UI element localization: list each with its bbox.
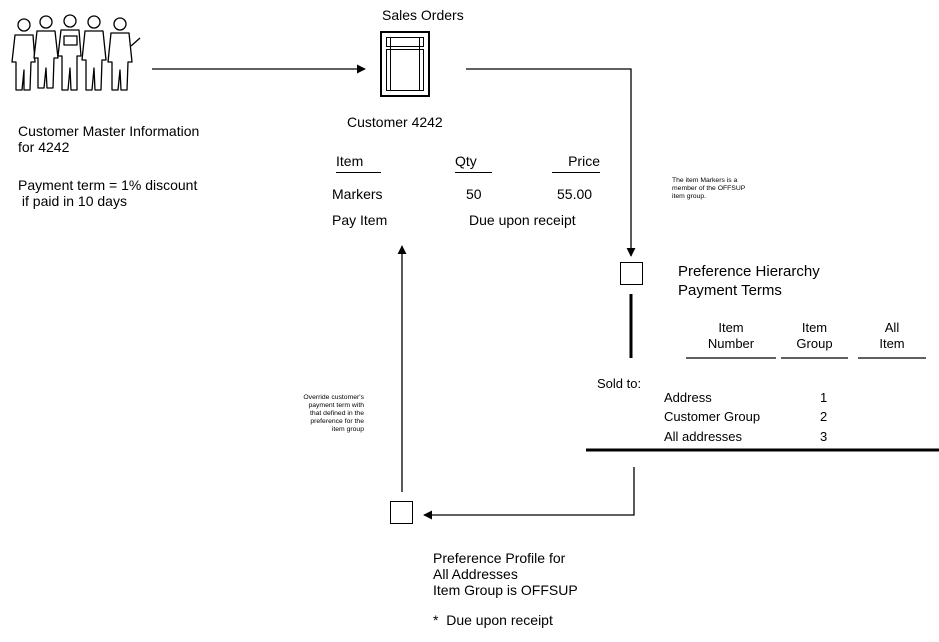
preference-hierarchy-title-line1: Preference Hierarchy <box>678 263 820 280</box>
arrow-hierarchy-to-profile <box>424 467 634 515</box>
override-note: Override customer's payment term with th… <box>246 394 364 434</box>
preference-profile-line3: Item Group is OFFSUP <box>433 582 578 598</box>
column-item-group-line2: Group <box>781 337 848 352</box>
column-all-item-line2: Item <box>858 337 926 352</box>
hierarchy-row-all-addresses-value: 3 <box>820 430 827 445</box>
preference-profile-box <box>390 501 413 524</box>
preference-profile-line2: All Addresses <box>433 566 518 582</box>
hierarchy-row-customer-group-label: Customer Group <box>664 410 760 425</box>
payment-term-line1: Payment term = 1% discount <box>18 177 197 193</box>
preference-profile-line1: Preference Profile for <box>433 550 565 566</box>
column-header-item: Item <box>336 153 381 173</box>
order-price-value: 55.00 <box>557 186 592 202</box>
customer-label: Customer 4242 <box>347 114 443 130</box>
column-item-number-line2: Number <box>686 337 776 352</box>
customer-master-title-line2: for 4242 <box>18 139 69 155</box>
column-header-qty: Qty <box>455 153 492 173</box>
hierarchy-row-address-label: Address <box>664 391 712 406</box>
order-item-value: Markers <box>332 186 383 202</box>
preference-hierarchy-title-line2: Payment Terms <box>678 282 782 299</box>
hierarchy-row-address-value: 1 <box>820 391 827 406</box>
customer-group-icon <box>0 0 160 120</box>
order-qty-value: 50 <box>466 186 482 202</box>
preference-profile-result: * Due upon receipt <box>433 612 553 628</box>
payment-term-line2: if paid in 10 days <box>18 193 127 209</box>
customer-master-title-line1: Customer Master Information <box>18 123 199 139</box>
item-group-note: The item Markers is a member of the OFFS… <box>672 177 745 201</box>
preference-hierarchy-box <box>620 262 643 285</box>
hierarchy-row-customer-group-value: 2 <box>820 410 827 425</box>
pay-item-value: Due upon receipt <box>469 212 576 228</box>
sold-to-label: Sold to: <box>597 377 641 392</box>
sales-orders-title: Sales Orders <box>382 7 464 23</box>
column-all-item-line1: All <box>858 321 926 336</box>
hierarchy-row-all-addresses-label: All addresses <box>664 430 742 445</box>
column-item-number-line1: Item <box>686 321 776 336</box>
pay-item-label: Pay Item <box>332 212 387 228</box>
column-item-group-line1: Item <box>781 321 848 336</box>
sales-order-document-icon <box>380 31 430 97</box>
column-header-price: Price <box>552 153 600 173</box>
